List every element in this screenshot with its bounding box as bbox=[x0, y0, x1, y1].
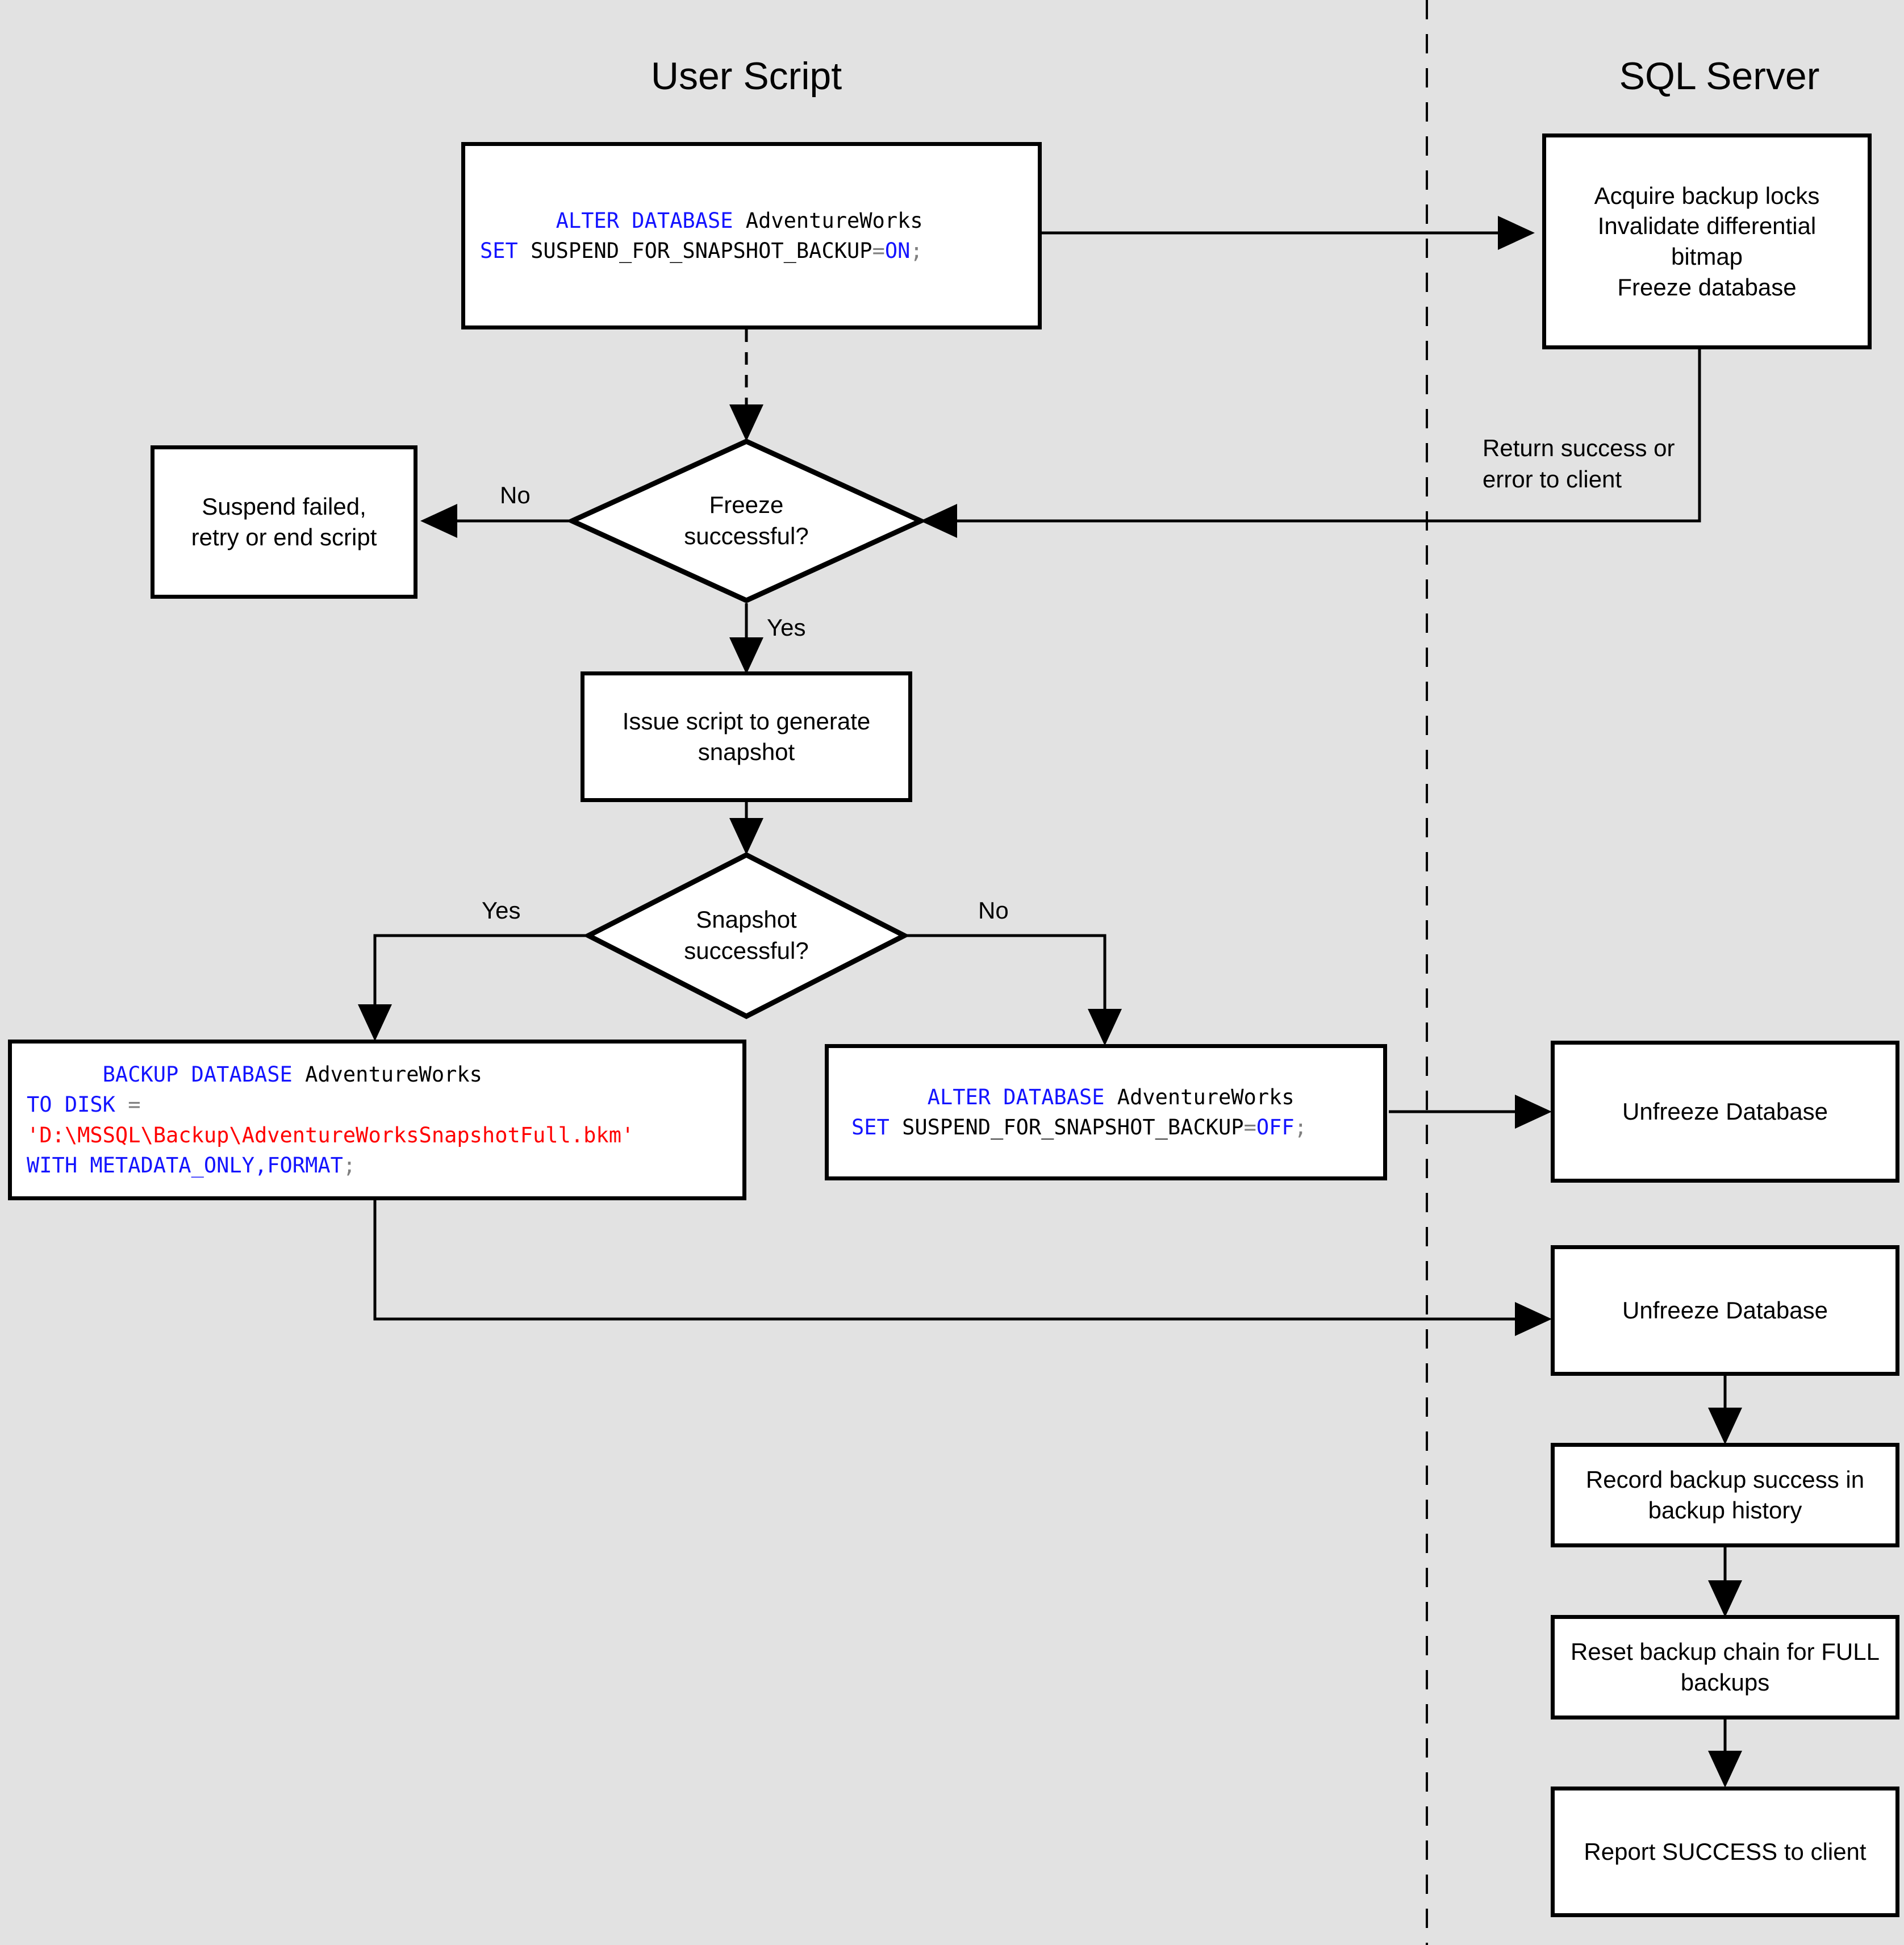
node-unfreeze-database-1[interactable]: Unfreeze Database bbox=[1551, 1041, 1899, 1183]
node-suspend-failed[interactable]: Suspend failed, retry or end script bbox=[151, 445, 417, 599]
node-issue-script-generate-snapshot[interactable]: Issue script to generate snapshot bbox=[581, 671, 912, 802]
node-label-acquire-backup-locks: Acquire backup locks Invalidate differen… bbox=[1594, 182, 1820, 300]
sql-code-backup-database: BACKUP DATABASE AdventureWorks TO DISK =… bbox=[27, 1062, 634, 1178]
node-reset-backup-chain[interactable]: Reset backup chain for FULL backups bbox=[1551, 1615, 1899, 1719]
node-label-record-backup-success: Record backup success in backup history bbox=[1585, 1466, 1865, 1524]
sql-code-alter-off: ALTER DATABASE AdventureWorks SET SUSPEN… bbox=[851, 1084, 1307, 1140]
node-backup-database[interactable]: BACKUP DATABASE AdventureWorks TO DISK =… bbox=[8, 1040, 746, 1200]
node-label-issue-script: Issue script to generate snapshot bbox=[622, 708, 871, 765]
node-label-report-success: Report SUCCESS to client bbox=[1584, 1838, 1867, 1865]
node-label-freeze-successful: Freeze successful? bbox=[684, 491, 809, 549]
node-unfreeze-database-2[interactable]: Unfreeze Database bbox=[1551, 1245, 1899, 1376]
lane-title-user-script: User Script bbox=[650, 55, 842, 98]
edge-label-snapshot-no: No bbox=[978, 897, 1009, 924]
edge-label-snapshot-yes: Yes bbox=[482, 897, 521, 924]
diamond-shape bbox=[569, 439, 924, 603]
lane-title-sql-server: SQL Server bbox=[1619, 55, 1820, 98]
sql-code-alter-on: ALTER DATABASE AdventureWorks SET SUSPEN… bbox=[480, 208, 923, 263]
node-snapshot-successful-decision[interactable]: Snapshot successful? bbox=[586, 852, 907, 1019]
edge-label-return-to-client: Return success or error to client bbox=[1483, 435, 1675, 492]
node-freeze-successful-decision[interactable]: Freeze successful? bbox=[569, 439, 924, 603]
diamond-shape bbox=[586, 852, 907, 1019]
node-label-unfreeze-database-1: Unfreeze Database bbox=[1622, 1098, 1828, 1125]
node-label-reset-backup-chain: Reset backup chain for FULL backups bbox=[1571, 1638, 1880, 1696]
node-label-unfreeze-database-2: Unfreeze Database bbox=[1622, 1297, 1828, 1324]
node-alter-database-suspend-off[interactable]: ALTER DATABASE AdventureWorks SET SUSPEN… bbox=[825, 1044, 1387, 1180]
node-alter-database-suspend-on[interactable]: ALTER DATABASE AdventureWorks SET SUSPEN… bbox=[461, 142, 1042, 329]
node-record-backup-success[interactable]: Record backup success in backup history bbox=[1551, 1443, 1899, 1547]
node-label-snapshot-successful: Snapshot successful? bbox=[684, 906, 809, 964]
edge-label-freeze-no: No bbox=[500, 482, 531, 508]
node-label-suspend-failed: Suspend failed, retry or end script bbox=[191, 493, 377, 550]
edge-label-freeze-yes: Yes bbox=[767, 614, 806, 641]
node-acquire-backup-locks[interactable]: Acquire backup locks Invalidate differen… bbox=[1542, 133, 1872, 349]
node-report-success[interactable]: Report SUCCESS to client bbox=[1551, 1787, 1899, 1917]
